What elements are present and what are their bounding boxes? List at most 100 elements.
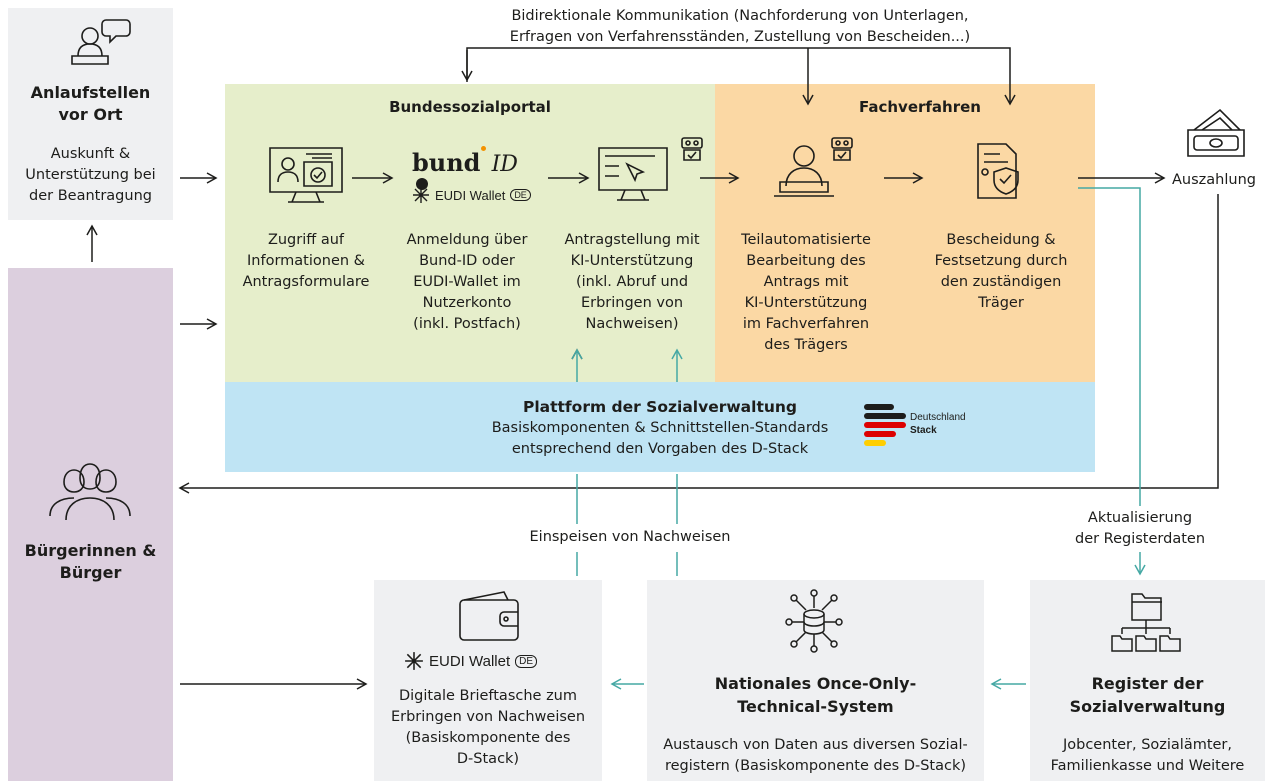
step-access-line1: Zugriff auf (267, 232, 345, 248)
bidirectional-note: Bidirektionale Kommunikation (Nachforder… (430, 6, 1050, 48)
info-monitor-icon (266, 146, 346, 206)
anlaufstellen-text-line1: Auskunft & (50, 146, 131, 162)
bidirectional-note-line1: Bidirektionale Kommunikation (Nachforder… (511, 8, 969, 24)
plattform-line2: entsprechend den Vorgaben des D-Stack (511, 441, 809, 457)
anlaufstellen-title-line1: Anlaufstellen (30, 83, 151, 102)
bidirectional-note-line2: Erfragen von Verfahrensständen, Zustellu… (509, 29, 971, 45)
portal-title: Bundessozialportal (389, 98, 551, 116)
eudi-wallet-box-label: EUDI Wallet (429, 652, 511, 670)
wallet-box-line3: (Basiskomponente des (405, 730, 571, 746)
folder-tree-icon (1108, 590, 1184, 654)
document-shield-icon (974, 142, 1028, 200)
buerger-title-line2: Bürger (59, 563, 122, 582)
step-login-line4: Nutzerkonto (422, 295, 512, 311)
plattform-title: Plattform der Sozialverwaltung (522, 398, 798, 416)
fachverfahren-title: Fachverfahren (859, 98, 981, 116)
anlaufstellen-text-line3: der Beantragung (29, 188, 152, 204)
step-login-line3: EUDI-Wallet im (413, 274, 521, 290)
stack-bar-black-2 (864, 413, 906, 419)
plattform-text: Plattform der Sozialverwaltung Basiskomp… (420, 396, 900, 460)
eudi-star-icon (413, 187, 429, 203)
step-application-line5: Nachweisen) (585, 316, 679, 332)
register-text: Jobcenter, Sozialämter, Familienkasse un… (1030, 735, 1265, 777)
bundid-logo-bund: bund (412, 148, 481, 177)
oots-box (647, 580, 984, 781)
step-decision-line1: Bescheidung & (946, 232, 1056, 248)
step-processing-line4: KI-Unterstützung (744, 295, 868, 311)
oots-line1: Austausch von Daten aus diversen Sozial- (663, 737, 968, 753)
wallet-box-line2: Erbringen von Nachweisen (390, 709, 586, 725)
register-title-line1: Register der (1091, 674, 1204, 693)
step-access-line2: Informationen & (247, 253, 365, 269)
stack-bar-gold (864, 440, 886, 446)
step-login-line2: Bund-ID oder (419, 253, 515, 269)
person-laptop-speech-icon (66, 16, 134, 70)
register-line1: Jobcenter, Sozialämter, (1062, 737, 1233, 753)
step-decision-line3: den zuständigen (940, 274, 1062, 290)
database-network-icon (778, 586, 850, 658)
register-box (1030, 580, 1265, 781)
oots-title: Nationales Once-Only- Technical-System (647, 672, 984, 718)
step-access-line3: Antragsformulare (242, 274, 370, 290)
buerger-panel (8, 268, 173, 781)
step-processing-line1: Teilautomatisierte (741, 232, 871, 248)
step-access-text: Zugriff auf Informationen & Antragsformu… (236, 230, 376, 293)
step-login-line1: Anmeldung über (406, 232, 528, 248)
step-application-line2: KI-Unterstützung (570, 253, 694, 269)
wallet-box (374, 580, 602, 781)
robot-icon (828, 134, 856, 162)
eudi-star-icon (405, 652, 423, 670)
oots-title-line2: Technical-System (737, 697, 894, 716)
plattform-line1: Basiskomponenten & Schnittstellen-Standa… (491, 420, 829, 436)
step-processing-line6: des Trägers (764, 337, 848, 353)
einspeisen-label: Einspeisen von Nachweisen (529, 529, 731, 545)
aktualisierung-line2: der Registerdaten (1074, 531, 1206, 547)
auszahlung-label: Auszahlung (1172, 172, 1256, 188)
people-group-icon (44, 462, 136, 522)
robot-icon (678, 134, 706, 162)
person-laptop-icon (772, 142, 836, 200)
eudi-wallet-logo-box: EUDI Wallet DE (404, 650, 538, 672)
anlaufstellen-text-line2: Unterstützung bei (25, 167, 156, 183)
eudi-wallet-label: EUDI Wallet (435, 187, 506, 203)
deutschland-stack-logo: Deutschland Stack (864, 404, 984, 452)
register-title: Register der Sozialverwaltung (1030, 672, 1265, 718)
wallet-box-text: Digitale Brieftasche zum Erbringen von N… (374, 686, 602, 770)
step-decision-line4: Träger (978, 295, 1024, 311)
step-application-line1: Antragstellung mit (564, 232, 700, 248)
step-application-line4: Erbringen von (580, 295, 684, 311)
step-application-line3: (inkl. Abruf und (575, 274, 689, 290)
wallet-box-line4: D-Stack) (456, 751, 520, 767)
buerger-title: Bürgerinnen & Bürger (8, 540, 173, 584)
wallet-icon (458, 590, 524, 644)
stack-bar-red-1 (864, 422, 906, 428)
step-decision-line2: Festsetzung durch (934, 253, 1068, 269)
wallet-box-line1: Digitale Brieftasche zum (398, 688, 577, 704)
step-application-text: Antragstellung mit KI-Unterstützung (ink… (552, 230, 712, 335)
banknote-icon (1184, 108, 1250, 160)
aktualisierung-label: Aktualisierung der Registerdaten (1066, 508, 1214, 550)
bundid-lock-icon (416, 178, 428, 190)
step-processing-line3: Antrags mit (763, 274, 849, 290)
eudi-wallet-box-badge: DE (515, 654, 538, 668)
stack-logo-line2: Stack (910, 425, 937, 436)
bundid-logo-id: ID (491, 152, 518, 177)
anlaufstellen-title-line2: vor Ort (58, 105, 123, 124)
step-decision-text: Bescheidung & Festsetzung durch den zust… (920, 230, 1082, 314)
register-line2: Familienkasse und Weitere (1050, 758, 1245, 774)
eudi-wallet-badge: DE (510, 189, 531, 201)
step-processing-text: Teilautomatisierte Bearbeitung des Antra… (726, 230, 886, 356)
oots-line2: registern (Basiskomponente des D-Stack) (664, 758, 967, 774)
application-monitor-icon (597, 146, 673, 204)
bundid-accent-dot (481, 146, 486, 151)
stack-bar-red-2 (864, 431, 896, 437)
buerger-title-line1: Bürgerinnen & (24, 541, 157, 560)
register-title-line2: Sozialverwaltung (1069, 697, 1226, 716)
anlaufstellen-text: Auskunft & Unterstützung bei der Beantra… (8, 144, 173, 207)
oots-title-line1: Nationales Once-Only- (714, 674, 917, 693)
step-login-line5: (inkl. Postfach) (413, 316, 521, 332)
aktualisierung-line1: Aktualisierung (1087, 510, 1193, 526)
oots-text: Austausch von Daten aus diversen Sozial-… (647, 735, 984, 777)
stack-bar-black-1 (864, 404, 894, 410)
stack-logo-line1: Deutschland (910, 412, 966, 423)
